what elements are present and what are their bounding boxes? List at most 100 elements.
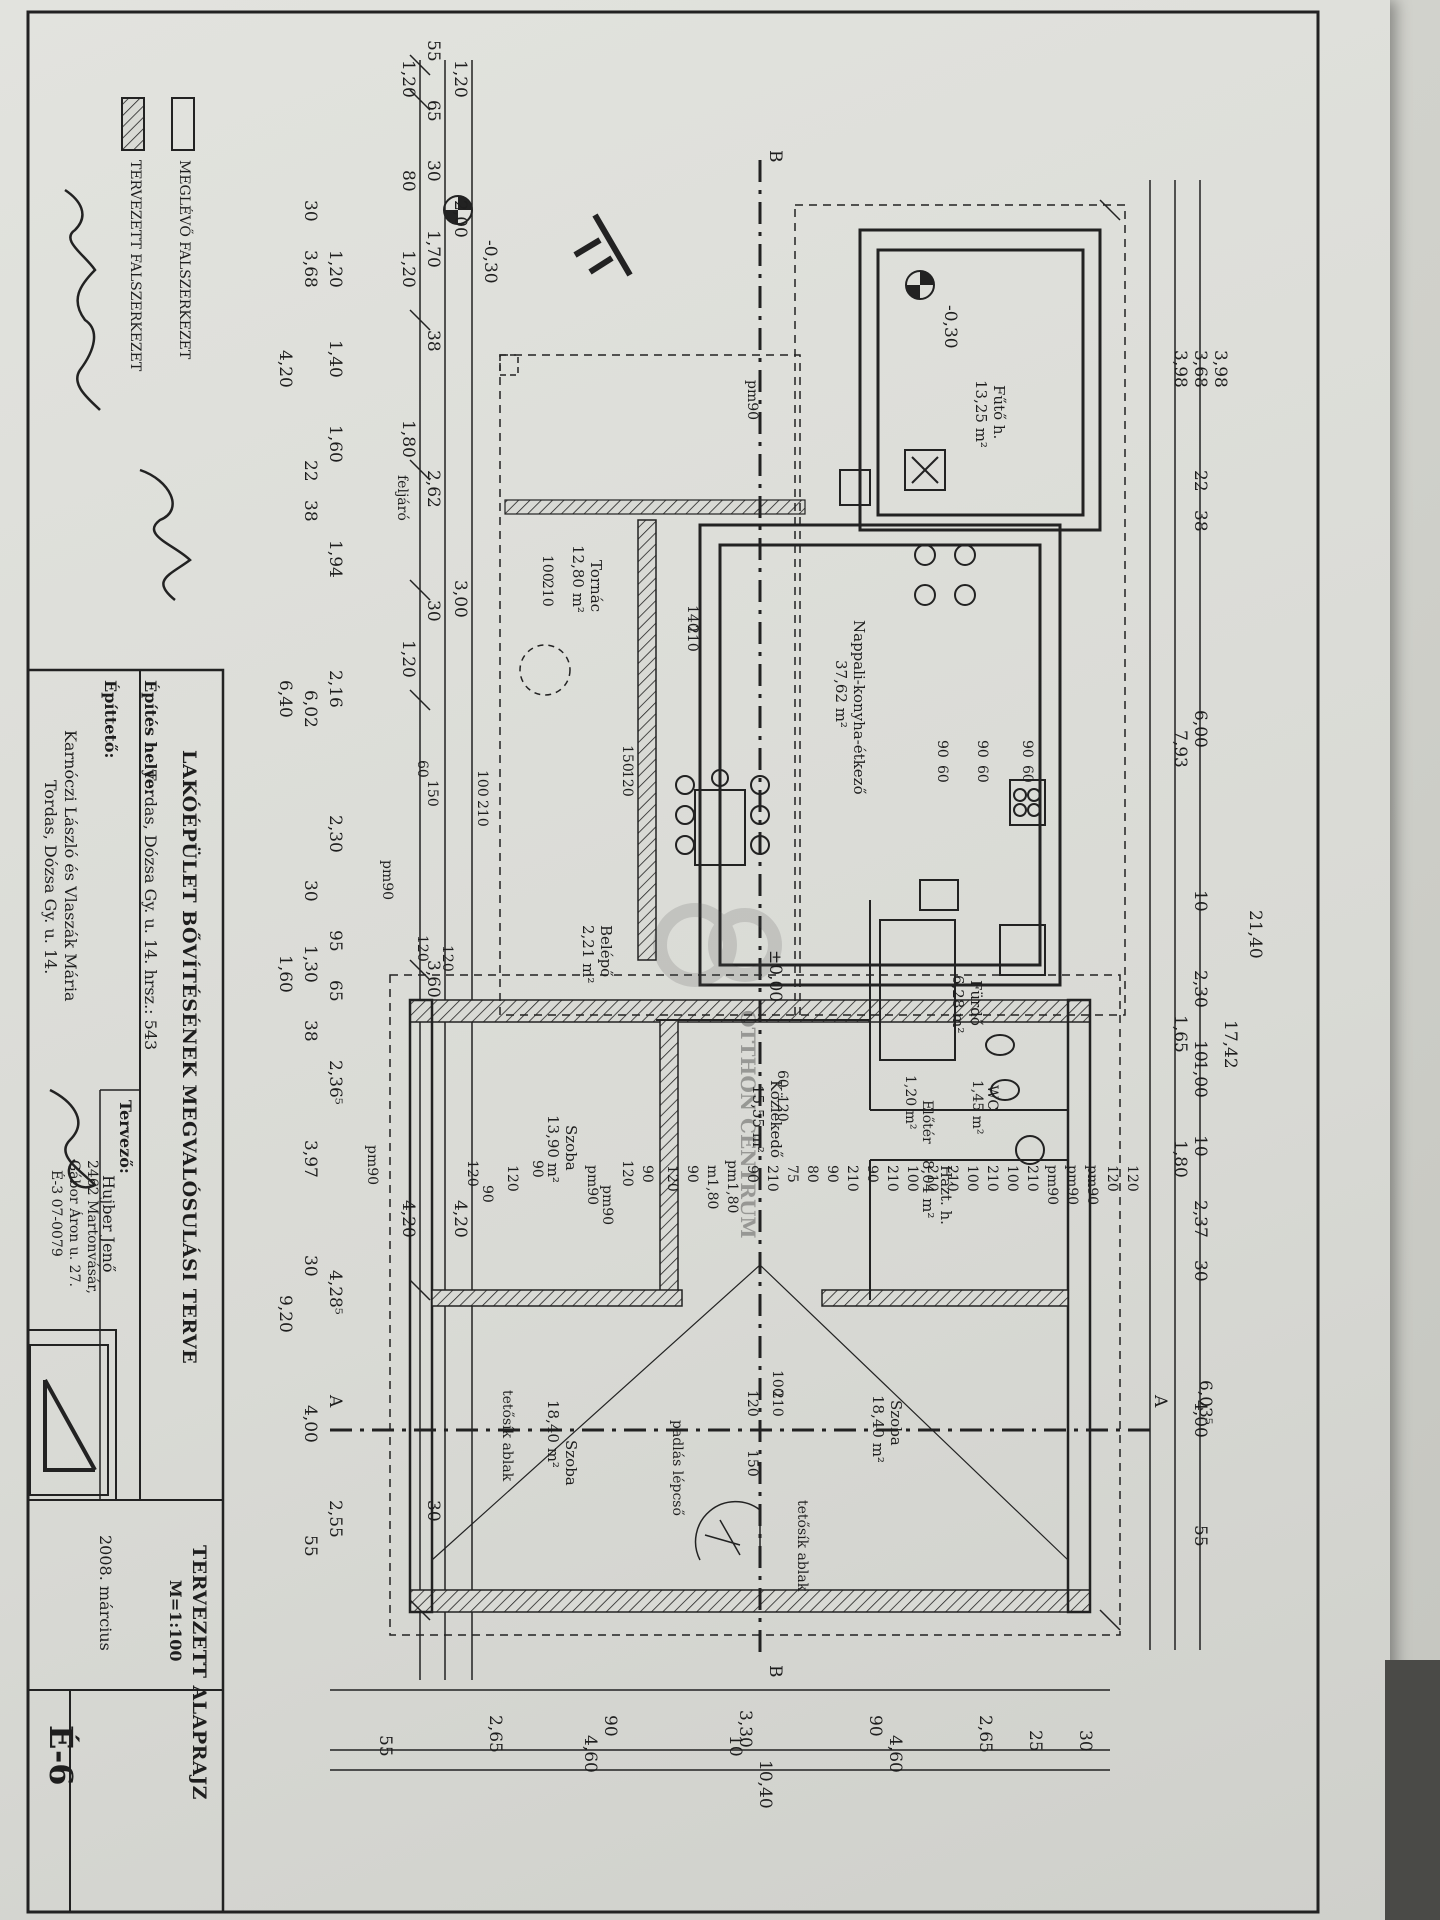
legend-existing-swatch [171,97,195,151]
boiler-level: -0,30 [940,305,960,349]
dim-right-7: 10 [1190,890,1210,912]
dim-left-2: 1,40 [325,340,345,378]
title-block [26,668,225,1914]
opening-label: 120 [619,1160,635,1187]
opening-label: 210 [474,800,490,827]
dim-bottom2-0: 55 [375,1735,395,1757]
dim-left2-9: 55 [300,1535,320,1557]
drawing-title: TERVEZETT ALAPRAJZ [188,1545,210,1801]
opening-label: 120 [664,1165,680,1192]
opening-label: 210 [984,1165,1000,1192]
dining-table [675,769,770,866]
dim-right-total-1: 17,42 [1220,1020,1240,1069]
interior-walls [656,900,1068,1300]
roof-hip-lines [431,1264,1069,1561]
room-area-bath: 6,28 m² [949,975,967,1034]
room-name-entry: Belépő [597,925,615,978]
dim-right-10: 10 [1190,1040,1210,1062]
legend-planned-swatch [121,97,145,151]
dim-left-8: 65 [325,980,345,1002]
room-name-bedroom-3: Szoba [887,1400,905,1446]
room-name-boiler: Fűtő h. [990,385,1008,440]
opening-label: pm90 [364,1145,380,1186]
bathroom-fixtures [879,919,1046,1165]
signature-designer [139,468,192,601]
opening-label: pm90 [1084,1165,1100,1206]
opening-label: 90 [974,740,990,758]
dim-right-total-0: 21,40 [1245,910,1265,959]
opening-label: 90 [934,740,950,758]
designer-name: Hujber Jenő [99,1175,118,1273]
dim-bottom1-1: 90 [600,1715,620,1737]
opening-label: 210 [924,1165,940,1192]
dim-left-0: 30 [300,200,320,222]
room-area-bedroom-2: 18,40 m² [544,1400,562,1468]
level-markers [443,195,935,300]
north-arrow-icon [573,213,633,277]
room-area-porch: 12,80 m² [569,545,587,613]
dim-left-12: 2,55 [325,1500,345,1538]
designer-label: Tervező: [116,1100,135,1174]
dim-top1-1: 2,00 [450,200,470,238]
dim-top3-5: 4,20 [398,1200,418,1238]
opening-label: pm90 [379,860,395,901]
dim-left-10: 3,97 [300,1140,320,1178]
dim-right-6: 7,93 [1170,730,1190,768]
opening-label: 210 [884,1165,900,1192]
dim-left2-0: 3,68 [300,250,320,288]
room-name-porch: Tornác [587,560,605,613]
opening-label: 100 [904,1165,920,1192]
roof-window-label-2: tetősík ablak [794,1500,810,1592]
sheet-number: É-6 [42,1725,80,1786]
opening-label: 150 [619,745,635,772]
floor-level: ±0,00 [765,950,785,1003]
dim-bottom1-0: 2,65 [485,1715,505,1753]
top-dimension-lines [419,60,473,1680]
dim-left3-2: 1,60 [275,955,295,993]
dim-bottom1-3: 90 [865,1715,885,1737]
opening-label: 210 [944,1165,960,1192]
dim-right-15: 30 [1190,1260,1210,1282]
opening-label: 210 [764,1165,780,1192]
dim-left-9: 2,36⁵ [325,1060,345,1105]
opening-label: pm90 [1064,1165,1080,1206]
opening-label: 120 [1124,1165,1140,1192]
opening-label: 75 [784,1165,800,1183]
planned-walls [408,499,1092,1614]
opening-label: pm1,80 [724,1160,740,1214]
opening-label: m1,80 [704,1165,720,1210]
dim-right-0: 3,98 [1210,350,1230,388]
dim-bottom2-5: 30 [1075,1730,1095,1752]
dim-bottom1-4: 2,65 [975,1715,995,1753]
opening-label: 90 [479,1185,495,1203]
dim-left3-3: 9,20 [275,1295,295,1333]
outside-level: -0,30 [480,240,500,284]
dim-top3-3: 1,80 [398,420,418,458]
designer-license: É-3 07-0079 [48,1170,64,1257]
drawing-date: 2008. március [96,1535,115,1651]
opening-label: 120 [744,1390,760,1417]
opening-label: 210 [684,625,700,652]
dim-right-5: 6,00 [1190,710,1210,748]
room-area-corridor: 15,55 m² [749,1085,767,1153]
roof-window-label-1: tetősík ablak [499,1390,515,1482]
background-desk [1385,1660,1440,1920]
dim-left2-5: 1,30 [300,945,320,983]
dim-left-6: 2,30 [325,815,345,853]
opening-label: 150 [744,1450,760,1477]
dim-top1-0: 1,20 [450,60,470,98]
dim-left2-7: 30 [300,1255,320,1277]
dim-right-11: 1,00 [1190,1060,1210,1098]
room-name-wc: WC [984,1085,1000,1111]
kitchen-fixtures [914,544,1046,911]
dim-left-3: 1,60 [325,425,345,463]
opening-label: 100 [539,555,555,582]
opening-label: 90 [529,1160,545,1178]
opening-label: 100 [964,1165,980,1192]
dim-right-2: 3,98 [1170,350,1190,388]
opening-label: 120 [504,1165,520,1192]
dim-bottom2-2: 10 [725,1735,745,1757]
dim-left-5: 2,16 [325,670,345,708]
dim-top2-3: 1,70 [423,230,443,268]
dim-top2-2: 30 [423,160,443,182]
